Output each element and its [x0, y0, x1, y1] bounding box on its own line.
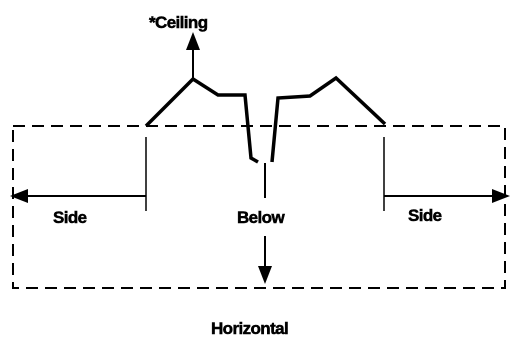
- below-label: Below: [237, 208, 285, 227]
- curve-left-branch: [144, 76, 259, 164]
- side-right-label: Side: [408, 206, 442, 225]
- curve-right-branch: [270, 75, 387, 163]
- below-arrow-head: [258, 266, 272, 284]
- ceiling-label: *Ceiling: [149, 13, 208, 32]
- side-left-label: Side: [53, 208, 87, 227]
- ceiling-arrow-head: [186, 32, 200, 50]
- horizontal-label: Horizontal: [211, 319, 288, 338]
- side-left-arrow-head: [10, 189, 28, 203]
- horizontal-plane-box: [12, 125, 506, 289]
- side-right-arrow-head: [492, 189, 510, 203]
